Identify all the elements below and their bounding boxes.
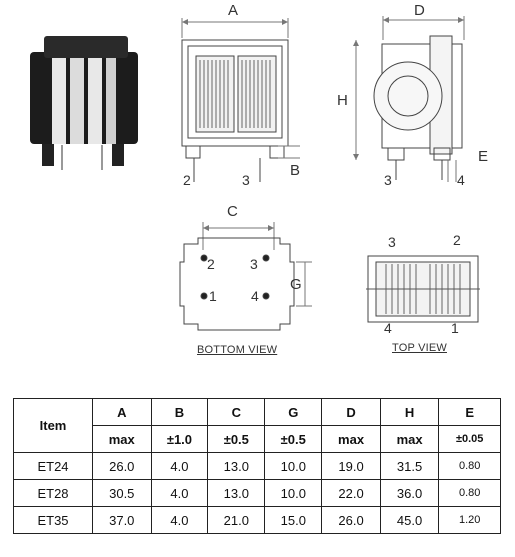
cell: 21.0 [207,506,266,534]
cell: 22.0 [321,479,381,507]
dim-label-g: G [290,276,302,293]
col-header-d: D [321,398,381,426]
bottom-view-pin-1: 1 [209,288,217,304]
table-tolerance-row: max ±1.0 ±0.5 ±0.5 max max ±0.05 [14,425,501,453]
tol-e: ±0.05 [438,425,501,453]
cell: 0.80 [438,452,501,480]
table-row: ET28 30.5 4.0 13.0 10.0 22.0 36.0 0.80 [13,479,501,507]
bottom-view-pin-2: 2 [207,256,215,272]
tol-g: ±0.5 [264,425,323,453]
dimension-table: Item A B C G D H E max ±1.0 ±0.5 ±0.5 ma… [13,398,501,534]
dim-label-e: E [478,148,489,165]
top-view-pin-4: 4 [384,320,392,336]
product-photo [30,36,138,170]
dim-label-d: D [414,2,425,19]
table-row: ET35 37.0 4.0 21.0 15.0 26.0 45.0 1.20 [13,506,501,534]
cell: 10.0 [264,479,323,507]
bottom-view [179,222,312,331]
item-header: Item [13,398,93,453]
row-item: ET28 [13,479,93,507]
bottom-view-caption: BOTTOM VIEW [197,344,278,356]
cell: 1.20 [438,506,501,534]
dim-label-a: A [228,2,239,19]
cell: 0.80 [438,479,501,507]
side-view-pin-right: 4 [457,172,465,188]
cell: 19.0 [321,452,381,480]
table-header-row: Item A B C G D H E [13,398,501,453]
cell: 13.0 [207,452,266,480]
bottom-view-pin-4: 4 [251,288,259,304]
cell: 10.0 [264,452,323,480]
cell: 36.0 [379,479,440,507]
col-header-a: A [92,398,152,426]
cell: 26.0 [321,506,381,534]
cell: 26.0 [92,452,152,480]
cell: 31.5 [379,452,440,480]
tol-a: max [92,425,152,453]
row-item: ET24 [13,452,93,480]
col-header-g: G [264,398,323,426]
top-view-pin-3: 3 [388,234,396,250]
col-header-h: H [379,398,440,426]
front-view [181,18,300,182]
tol-b: ±1.0 [150,425,209,453]
dim-label-c: C [227,203,238,220]
cell: 13.0 [207,479,266,507]
cell: 4.0 [150,452,209,480]
cell: 4.0 [150,506,209,534]
row-item: ET35 [13,506,93,534]
cell: 30.5 [92,479,152,507]
top-view-caption: TOP VIEW [392,342,447,354]
top-view [366,255,480,323]
drawing-svg [30,16,480,331]
tol-d: max [321,425,381,453]
col-header-c: C [207,398,266,426]
side-view-pin-left: 3 [384,172,392,188]
col-header-b: B [150,398,209,426]
cell: 37.0 [92,506,152,534]
bottom-view-pin-3: 3 [250,256,258,272]
cell: 4.0 [150,479,209,507]
front-view-pin-right: 3 [242,172,250,188]
cell: 45.0 [379,506,440,534]
cell: 15.0 [264,506,323,534]
top-view-pin-2: 2 [453,232,461,248]
col-header-e: E [438,398,501,426]
tol-h: max [379,425,440,453]
dim-label-b: B [290,162,301,179]
technical-drawing: A D H B E C G 2 3 3 4 1 2 3 4 3 2 4 1 BO… [30,2,489,356]
side-view [353,16,465,182]
table-row: ET24 26.0 4.0 13.0 10.0 19.0 31.5 0.80 [13,452,501,480]
top-view-pin-1: 1 [451,320,459,336]
front-view-pin-left: 2 [183,172,191,188]
tol-c: ±0.5 [207,425,266,453]
dim-label-h: H [337,92,348,109]
